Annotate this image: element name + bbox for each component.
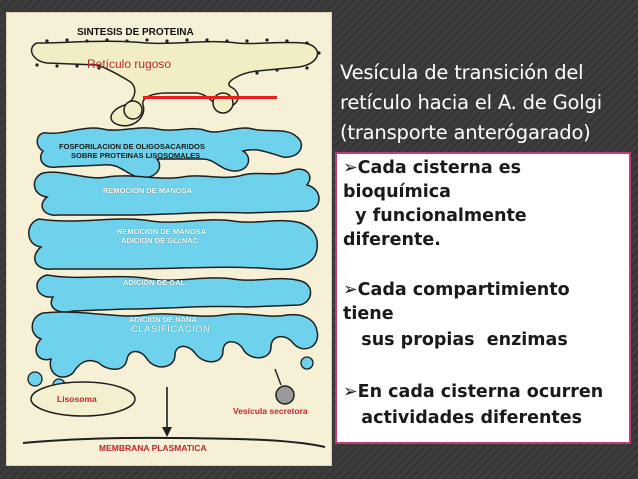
ribosome-dot — [165, 39, 169, 43]
ribosome-dot — [317, 51, 321, 55]
ribosome-dot — [125, 39, 129, 43]
caption-line-1: Vesícula de transición del — [340, 61, 584, 84]
label-fosforilacion-2: SOBRE PROTEINAS LISOSOMALES — [71, 151, 201, 160]
ribosome-dot — [285, 39, 289, 43]
ribosome-dot — [185, 38, 189, 42]
golgi-cisterna-3 — [28, 218, 319, 271]
ribosome-dot — [275, 68, 279, 72]
ribosome-dot — [85, 39, 89, 43]
point-line: bioquímica — [343, 182, 451, 202]
ribosome-dot — [35, 63, 39, 67]
ribosome-dot — [205, 38, 209, 42]
ribosome-dot — [245, 39, 249, 43]
ribosome-dot — [75, 64, 79, 68]
ribosome-dot — [265, 38, 269, 42]
point-line: y funcionalmente — [343, 206, 527, 226]
rough-er-shape — [30, 40, 319, 127]
ribosome-dot — [305, 41, 309, 45]
ribosome-dot — [225, 39, 229, 43]
label-remocion-manosa-2: REMOCION DE MANOSA — [117, 227, 207, 236]
bud-vesicle-1 — [27, 371, 43, 387]
point-line: ➢Cada compartimiento — [343, 280, 570, 300]
ribosome-dot — [45, 39, 49, 43]
label-vesicula-secretora: Vesícula secretora — [233, 406, 308, 416]
vesicle-caption: Vesícula de transición del retículo haci… — [340, 58, 636, 148]
label-sintesis: SINTESIS DE PROTEINA — [77, 27, 194, 38]
plasma-membrane-line — [22, 436, 326, 448]
ribosomes — [35, 38, 321, 75]
golgi-cisterna-2 — [33, 168, 320, 216]
point-line: tiene — [343, 304, 394, 324]
point-line: ➢En cada cisterna ocurren — [343, 382, 604, 402]
golgi-cisterna-4 — [36, 274, 312, 313]
point-line: actividades diferentes — [343, 408, 583, 428]
ribosome-dot — [55, 64, 59, 68]
vesicle-arrow — [274, 368, 282, 386]
point-line: diferente. — [343, 230, 441, 250]
pointer-line — [143, 96, 277, 99]
label-clasificacion: CLASIFICACION — [131, 324, 211, 335]
label-remocion-manosa: REMOCION DE MANOSA — [103, 186, 193, 195]
ribosome-dot — [255, 71, 259, 75]
label-membrana: MEMBRANA PLASMATICA — [99, 443, 207, 453]
secretion-arrow-head — [162, 427, 172, 437]
label-adicion-gal: ADICION DE GAL — [123, 278, 186, 287]
ribosome-dot — [97, 66, 101, 70]
golgi-trans-network — [31, 311, 319, 378]
caption-line-2: retículo hacia el A. de Golgi — [340, 91, 602, 114]
golgi-diagram-svg — [22, 38, 326, 448]
ribosome-dot — [105, 38, 109, 42]
lysosome-shape — [30, 381, 136, 417]
transition-vesicle-left — [123, 100, 143, 120]
ribosome-dot — [305, 66, 309, 70]
label-reticulo: Retículo rugoso — [87, 57, 172, 71]
bud-vesicle-3 — [300, 356, 314, 370]
golgi-diagram: SINTESIS DE PROTEINA Retículo rugoso FOS… — [6, 12, 332, 466]
golgi-cisterna-1 — [36, 127, 303, 179]
point-line: ➢Cada cisterna es — [343, 158, 522, 178]
label-fosforilacion-1: FOSFORILACION DE OLIGOSACARIDOS — [59, 142, 205, 151]
label-lisosoma: Lisosoma — [57, 394, 97, 404]
key-points-box: ➢Cada cisterna es bioquímica y funcional… — [335, 152, 631, 444]
secretory-vesicle-shape — [275, 385, 295, 405]
point-line: sus propias enzimas — [343, 330, 568, 350]
label-adicion-glcnac: ADICION DE GLcNAC — [121, 236, 199, 245]
ribosome-dot — [65, 38, 69, 42]
caption-line-3: (transporte anterógarado) — [340, 121, 591, 144]
label-adicion-nana: ADICION DE NANA — [129, 315, 197, 324]
ribosome-dot — [145, 38, 149, 42]
